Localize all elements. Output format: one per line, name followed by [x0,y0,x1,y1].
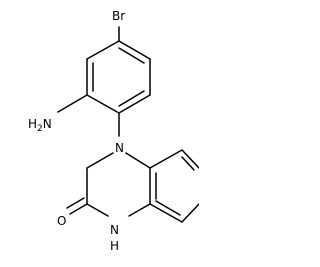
bond-c4-c5 [118,40,151,60]
bond-c4a-c5 [149,149,183,169]
double-bond-c4-c5 [118,47,145,64]
atom-label-amine: H2N [28,117,52,134]
double-bond-c5-c6 [181,156,195,171]
aryl-ring [86,40,151,114]
amine-h-label: H [28,117,37,131]
bond-c4a-n4 [125,152,151,169]
bond-c7-c8 [181,203,199,223]
atom-label-br: Br [112,9,125,23]
amine-h-count-label: 2 [37,124,43,134]
bond-c8-c8a [149,203,183,223]
atom-label-nh: N [110,223,119,237]
amine-n-label: N [43,117,52,131]
double-bond-c2-o [66,197,85,209]
bond-c5-c6 [181,149,199,169]
bond-c3-c4 [86,40,120,60]
double-bond-c6-c1 [118,90,145,107]
bond-c8a-n1 [128,203,151,217]
atom-label-o: O [57,214,66,228]
amide-n-label: N [110,223,119,237]
bond-n4-c3 [86,152,114,169]
bond-c2-nh2 [57,94,88,113]
chemical-structure: Br H2N N O N H [28,9,199,253]
bond-c6-c1 [118,94,151,114]
bond-c2-n1 [86,203,109,217]
benzo-ring [149,149,199,223]
bond-c1-c2 [86,94,120,114]
atom-label-nh-h: H [110,239,119,253]
atom-label-n4: N [115,141,124,155]
bond-c2-o [69,203,88,215]
double-bond-c8-c8a [155,200,181,216]
lactam-ring [86,152,151,217]
